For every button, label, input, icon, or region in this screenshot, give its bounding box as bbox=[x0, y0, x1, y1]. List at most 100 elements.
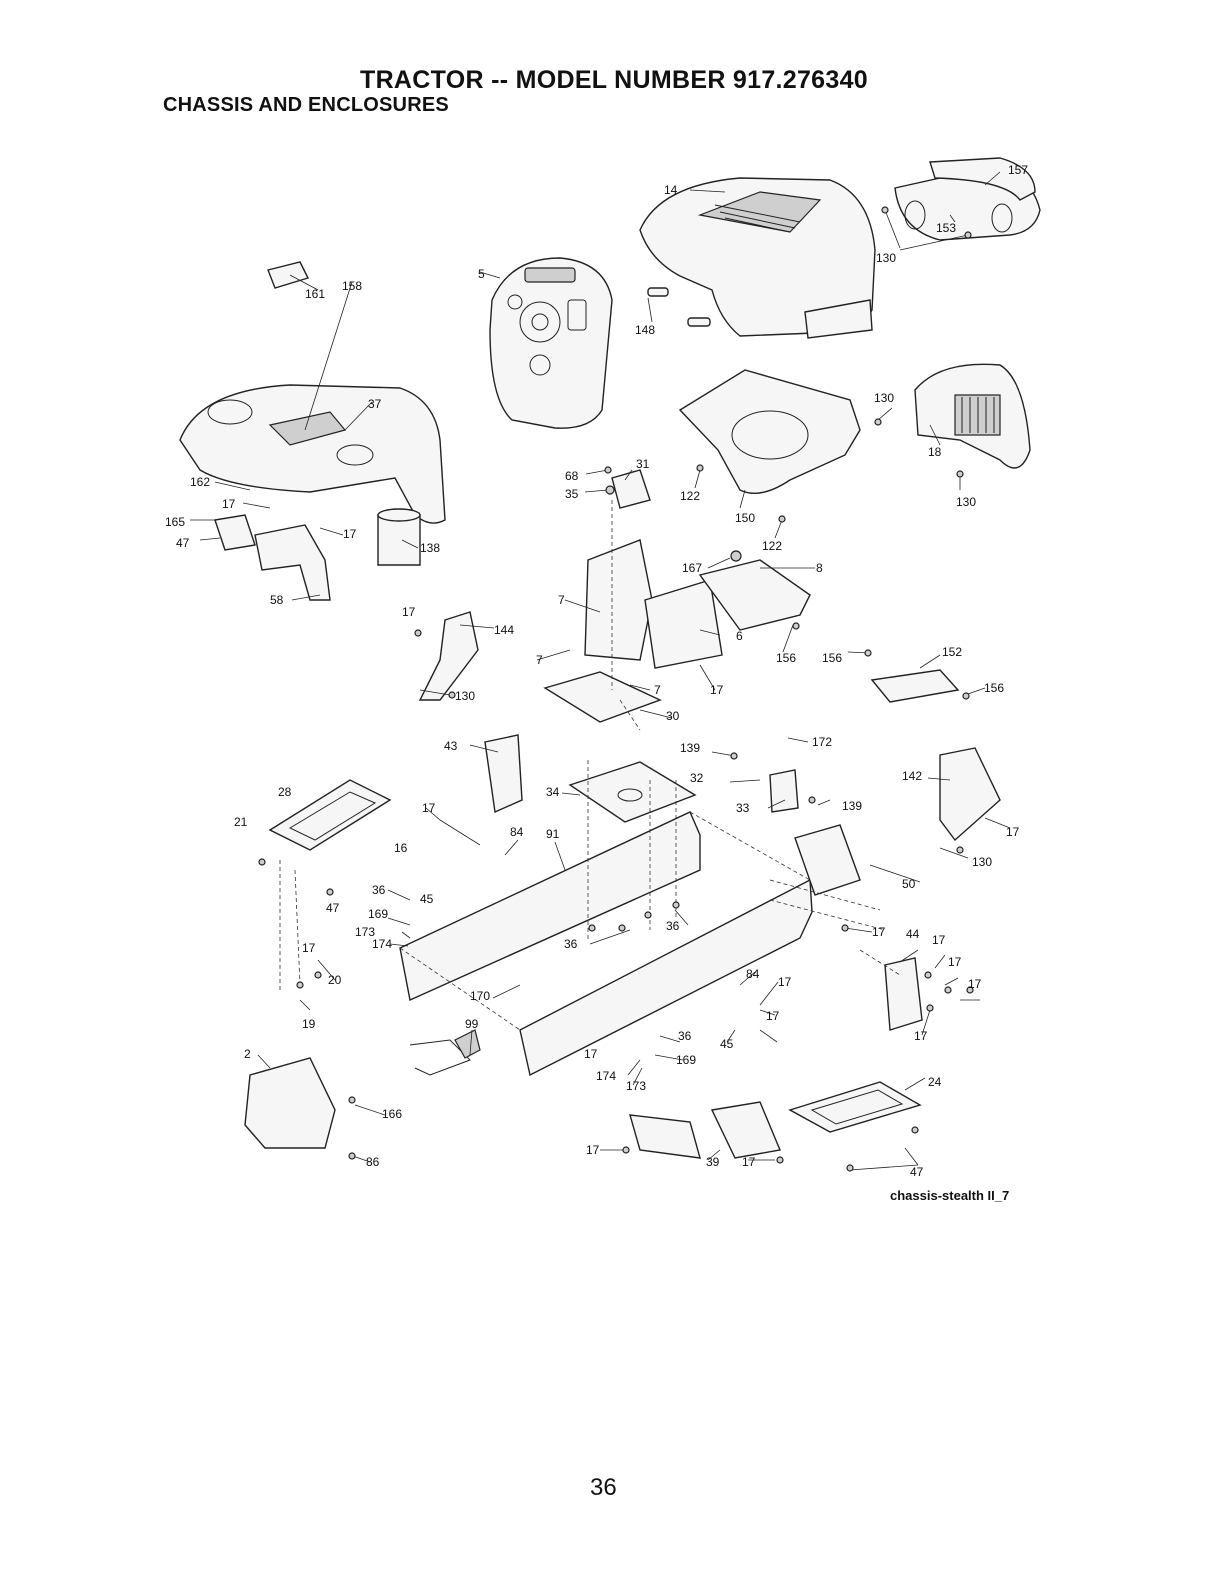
part-label: 139 bbox=[680, 741, 700, 755]
dash-panel-part bbox=[489, 257, 613, 429]
part-label: 32 bbox=[690, 771, 704, 785]
part-label: 35 bbox=[565, 487, 579, 501]
part-label: 17 bbox=[343, 527, 357, 541]
part-label: 174 bbox=[596, 1069, 616, 1083]
part-label: 36 bbox=[678, 1029, 692, 1043]
rear-brackets-part bbox=[484, 734, 1001, 1159]
seat-plate-part bbox=[568, 761, 697, 823]
part-label: 130 bbox=[956, 495, 976, 509]
page-number: 36 bbox=[590, 1474, 617, 1501]
bracket-part bbox=[214, 514, 331, 601]
part-label: 17 bbox=[710, 683, 724, 697]
part-label: 99 bbox=[465, 1017, 479, 1031]
part-label: 47 bbox=[910, 1165, 924, 1179]
part-label: 17 bbox=[948, 955, 962, 969]
part-labels: 14 157 153 130 148 5 161 158 37 130 18 1… bbox=[165, 163, 1028, 1179]
fasteners bbox=[258, 206, 974, 1172]
page-title: TRACTOR -- MODEL NUMBER 917.276340 bbox=[360, 66, 869, 94]
part-label: 31 bbox=[636, 457, 650, 471]
grille-part bbox=[894, 157, 1041, 241]
part-label: 167 bbox=[682, 561, 702, 575]
front-bracket-part bbox=[244, 1057, 336, 1149]
part-label: 7 bbox=[558, 593, 565, 607]
part-label: 86 bbox=[366, 1155, 380, 1169]
footrest-part bbox=[268, 779, 922, 1133]
part-label: 20 bbox=[328, 973, 342, 987]
part-label: 17 bbox=[584, 1047, 598, 1061]
rear-grille-part bbox=[914, 363, 1031, 469]
part-label: 19 bbox=[302, 1017, 316, 1031]
part-label: 68 bbox=[565, 469, 579, 483]
leader-lines bbox=[190, 171, 1011, 1171]
part-label: 166 bbox=[382, 1107, 402, 1121]
part-label: 156 bbox=[822, 651, 842, 665]
part-label: 33 bbox=[736, 801, 750, 815]
part-label: 156 bbox=[776, 651, 796, 665]
lever-part bbox=[409, 1029, 481, 1076]
part-label: 17 bbox=[742, 1155, 756, 1169]
part-label: 173 bbox=[626, 1079, 646, 1093]
part-label: 122 bbox=[680, 489, 700, 503]
part-label: 50 bbox=[902, 877, 916, 891]
part-label: 84 bbox=[510, 825, 524, 839]
part-label: 8 bbox=[816, 561, 823, 575]
part-label: 153 bbox=[936, 221, 956, 235]
part-label: 28 bbox=[278, 785, 292, 799]
part-label: 17 bbox=[302, 941, 316, 955]
part-label: 138 bbox=[420, 541, 440, 555]
part-label: 14 bbox=[664, 183, 678, 197]
part-label: 17 bbox=[422, 801, 436, 815]
part-label: 44 bbox=[906, 927, 920, 941]
part-label: 17 bbox=[586, 1143, 600, 1157]
part-label: 130 bbox=[455, 689, 475, 703]
part-label: 158 bbox=[342, 279, 362, 293]
part-label: 16 bbox=[394, 841, 408, 855]
part-label: 130 bbox=[874, 391, 894, 405]
part-label: 17 bbox=[932, 933, 946, 947]
part-label: 91 bbox=[546, 827, 560, 841]
part-label: 17 bbox=[1006, 825, 1020, 839]
part-label: 170 bbox=[470, 989, 490, 1003]
part-label: 37 bbox=[368, 397, 382, 411]
part-label: 6 bbox=[736, 629, 743, 643]
part-label: 169 bbox=[676, 1053, 696, 1067]
part-label: 152 bbox=[942, 645, 962, 659]
part-label: 122 bbox=[762, 539, 782, 553]
part-label: 161 bbox=[305, 287, 325, 301]
part-label: 148 bbox=[635, 323, 655, 337]
hood-part bbox=[639, 177, 876, 339]
part-label: 17 bbox=[872, 925, 886, 939]
dash-support-part bbox=[678, 369, 861, 494]
frame-rails-part bbox=[399, 811, 813, 1077]
part-label: 36 bbox=[666, 919, 680, 933]
part-label: 21 bbox=[234, 815, 248, 829]
section-subtitle: CHASSIS AND ENCLOSURES bbox=[163, 94, 449, 116]
part-label: 130 bbox=[876, 251, 896, 265]
part-label: 45 bbox=[720, 1037, 734, 1051]
part-label: 58 bbox=[270, 593, 284, 607]
part-label: 142 bbox=[902, 769, 922, 783]
part-label: 47 bbox=[176, 536, 190, 550]
part-label: 17 bbox=[222, 497, 236, 511]
part-label: 165 bbox=[165, 515, 185, 529]
part-label: 169 bbox=[368, 907, 388, 921]
pedal-bracket-part bbox=[418, 611, 479, 701]
part-label: 7 bbox=[536, 653, 543, 667]
part-label: 18 bbox=[928, 445, 942, 459]
part-label: 162 bbox=[190, 475, 210, 489]
fender-part bbox=[179, 261, 446, 566]
part-label: 17 bbox=[914, 1029, 928, 1043]
part-label: 173 bbox=[355, 925, 375, 939]
part-label: 17 bbox=[968, 977, 982, 991]
part-label: 174 bbox=[372, 937, 392, 951]
part-label: 139 bbox=[842, 799, 862, 813]
part-label: 17 bbox=[766, 1009, 780, 1023]
part-label: 2 bbox=[244, 1047, 251, 1061]
diagram-caption: chassis-stealth II_7 bbox=[890, 1188, 1010, 1203]
center-plates-part bbox=[543, 469, 960, 723]
part-label: 84 bbox=[746, 967, 760, 981]
part-label: 34 bbox=[546, 785, 560, 799]
part-label: 36 bbox=[372, 883, 386, 897]
part-label: 36 bbox=[564, 937, 578, 951]
